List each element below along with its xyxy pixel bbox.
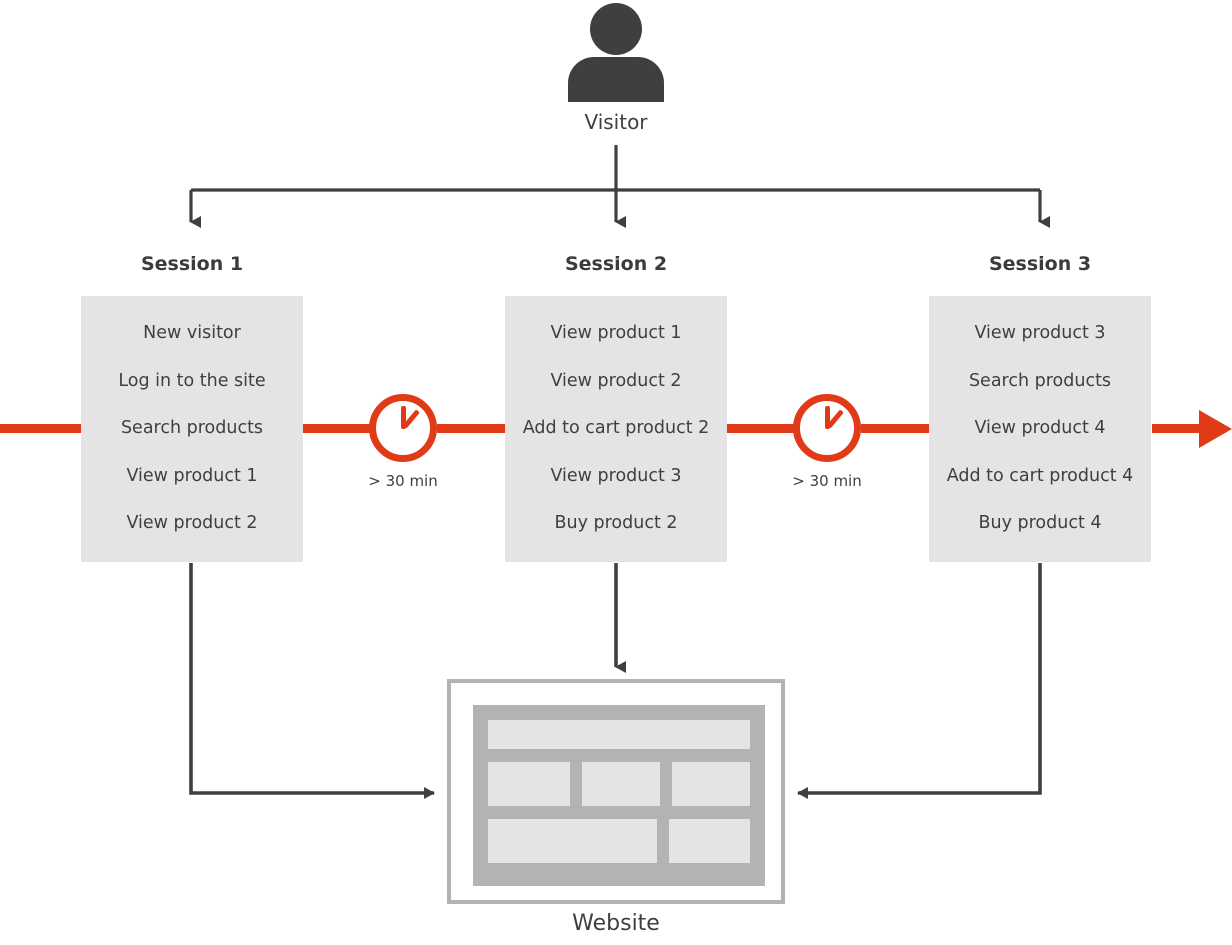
session-event: View product 3 <box>974 323 1106 344</box>
session-event: View product 2 <box>550 370 682 391</box>
wireframe-header-block <box>488 720 750 749</box>
session-gap-label-2: > 30 min <box>792 472 862 490</box>
session-event: Search products <box>120 418 264 439</box>
website-label: Website <box>572 911 660 936</box>
session-event: Log in to the site <box>118 370 266 391</box>
session-event: Search products <box>968 370 1112 391</box>
session-event: View product 2 <box>126 513 258 534</box>
timeline-segment-2a <box>727 424 795 433</box>
session-event: Add to cart product 4 <box>946 465 1134 486</box>
session-box-2: View product 1 View product 2 Add to car… <box>505 296 727 562</box>
wireframe-block <box>669 819 750 863</box>
timeline-segment-2b <box>861 424 929 433</box>
person-icon-head <box>590 3 642 55</box>
session-title-3: Session 3 <box>988 253 1092 275</box>
wireframe-block <box>671 762 750 806</box>
session-box-3: View product 3 Search products View prod… <box>929 296 1151 562</box>
website-frame <box>447 679 785 904</box>
website-wireframe-icon <box>473 705 765 886</box>
session-event: New visitor <box>143 323 241 344</box>
timeline-arrowhead-icon <box>1199 410 1232 448</box>
clock-icon <box>793 394 861 462</box>
session-title-1: Session 1 <box>140 253 244 275</box>
wireframe-row-middle <box>488 762 750 806</box>
session-event: Add to cart product 2 <box>522 418 710 439</box>
clock-icon-minute-hand <box>401 406 406 429</box>
session-title-2: Session 2 <box>564 253 668 275</box>
wireframe-block <box>581 762 660 806</box>
person-icon-body <box>568 57 664 102</box>
session-event: View product 1 <box>126 465 258 486</box>
session-event: Buy product 4 <box>978 513 1102 534</box>
session-box-1: New visitor Log in to the site Search pr… <box>81 296 303 562</box>
wireframe-block <box>488 762 570 806</box>
website-node: Website <box>447 679 785 945</box>
wireframe-row-header <box>488 720 750 749</box>
session-event: View product 3 <box>550 465 682 486</box>
timeline-segment-1b <box>437 424 505 433</box>
session-event: View product 4 <box>974 418 1106 439</box>
session-gap-label-1: > 30 min <box>368 472 438 490</box>
visitor-node: Visitor <box>541 0 691 145</box>
clock-icon-minute-hand <box>825 406 830 429</box>
wireframe-block <box>488 819 658 863</box>
wireframe-row-bottom <box>488 819 750 863</box>
clock-icon <box>369 394 437 462</box>
session-event: Buy product 2 <box>554 513 678 534</box>
timeline-segment-1a <box>303 424 371 433</box>
visitor-label: Visitor <box>584 110 648 134</box>
timeline-segment-entry <box>0 424 81 433</box>
timeline-segment-exit <box>1152 424 1207 433</box>
session-event: View product 1 <box>550 323 682 344</box>
